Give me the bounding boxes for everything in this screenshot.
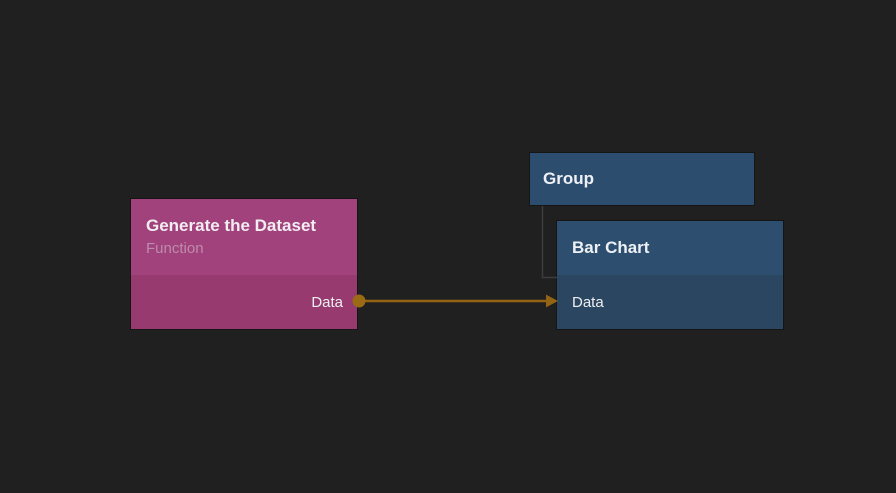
- node-generate-dataset-body: Data: [131, 275, 357, 329]
- node-generate-dataset-header[interactable]: Generate the Dataset Function: [131, 199, 357, 275]
- node-title: Group: [543, 169, 594, 188]
- node-group[interactable]: Group: [530, 153, 754, 205]
- node-subtitle: Function: [146, 240, 204, 257]
- tree-connector-line: [541, 206, 557, 279]
- node-generate-dataset[interactable]: Generate the Dataset Function Data: [131, 199, 357, 329]
- node-bar-chart-body: Data: [557, 275, 783, 329]
- node-bar-chart[interactable]: Bar Chart Data: [557, 221, 783, 329]
- output-port-label: Data: [311, 293, 343, 311]
- node-title: Generate the Dataset: [146, 216, 317, 235]
- node-bar-chart-header[interactable]: Bar Chart: [557, 221, 783, 275]
- input-port-label: Data: [572, 293, 604, 311]
- node-title: Bar Chart: [572, 238, 650, 257]
